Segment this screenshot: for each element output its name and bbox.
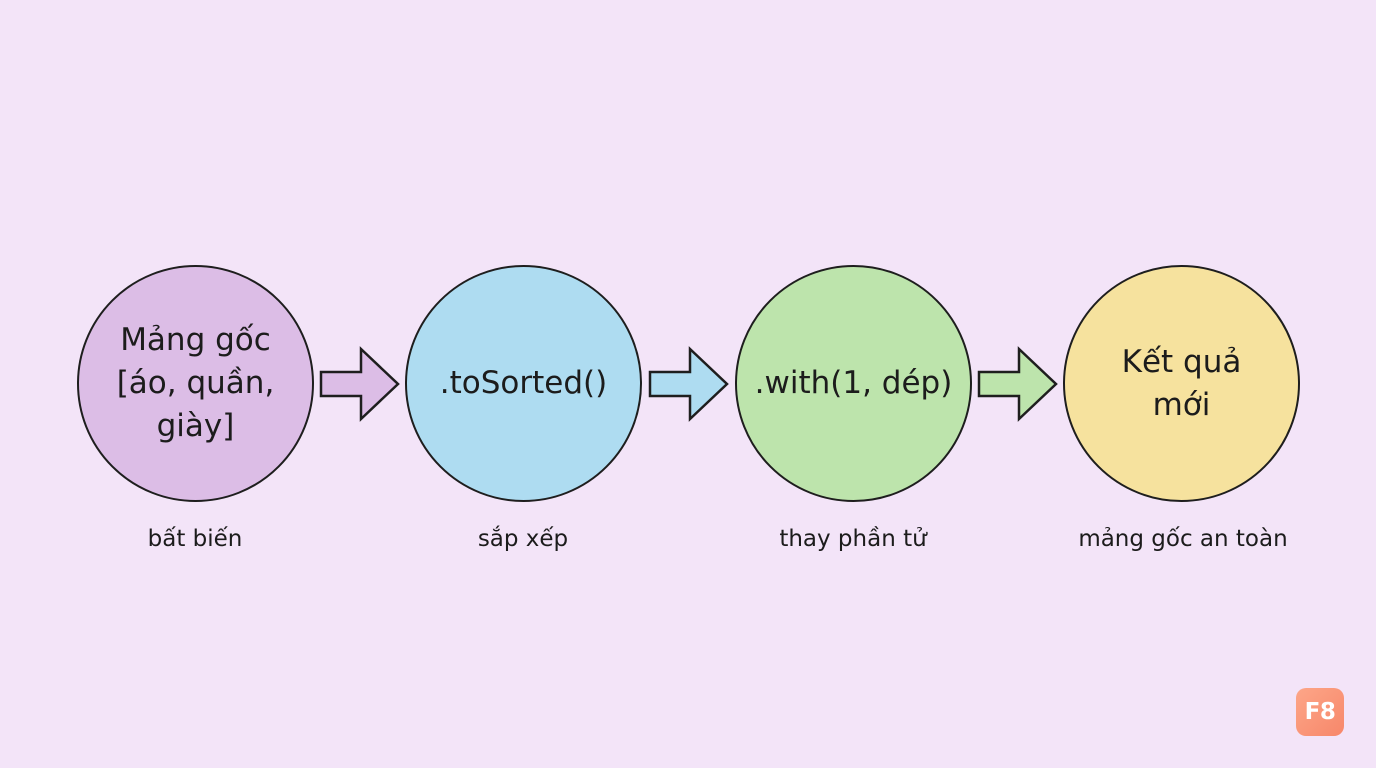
node-tosorted: .toSorted() <box>405 265 642 502</box>
node-original-array: Mảng gốc [áo, quần, giày] <box>77 265 314 502</box>
arrow-right-icon <box>648 346 729 422</box>
caption-result: mảng gốc an toàn <box>1078 526 1288 552</box>
caption-original-array: bất biến <box>147 526 243 552</box>
arrow-right-icon <box>977 346 1058 422</box>
arrow-right-icon <box>319 346 400 422</box>
node-with: .with(1, dép) <box>735 265 972 502</box>
caption-tosorted: sắp xếp <box>477 526 569 552</box>
f8-logo: F8 <box>1296 688 1344 736</box>
caption-with: thay phần tử <box>779 526 927 552</box>
node-result: Kết quả mới <box>1063 265 1300 502</box>
